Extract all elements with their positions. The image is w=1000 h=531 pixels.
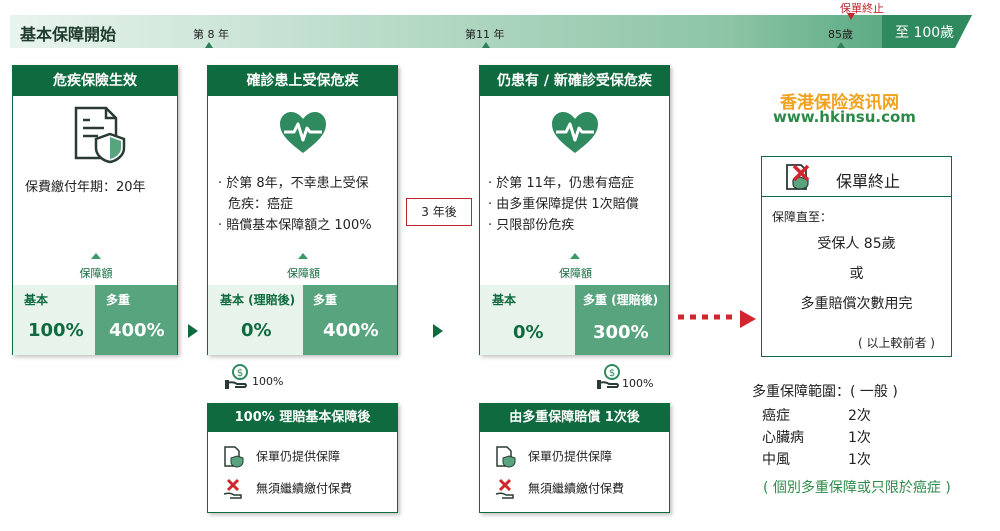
- document-shield-icon: [224, 446, 244, 468]
- termination-marker-label: 保單終止: [840, 2, 884, 15]
- after-basic-claim-title: 100% 理賠基本保障後: [208, 404, 397, 432]
- basic-coverage-cell: 基本 (理賠後) 0%: [208, 285, 303, 355]
- premium-waived-row: 無須繼續繳付保費: [222, 478, 352, 500]
- termination-note: ( 以上較前者 ): [858, 336, 935, 350]
- basic-coverage-value: 0%: [513, 322, 544, 343]
- brand-name: 香港保险资讯网: [780, 93, 899, 113]
- multi-coverage-label: 多重 (理賠後): [583, 293, 659, 307]
- payout-amount-1: 100%: [252, 375, 284, 388]
- document-cancel-icon: [786, 164, 810, 190]
- hand-coin-icon: $: [597, 364, 620, 389]
- scope-times-heart: 1次: [848, 430, 871, 446]
- continued-illness-box: 仍患有 / 新確診受保危疾 ‧ 於第 11年，仍患有癌症 ‧ 由多重保障提供 1…: [479, 65, 670, 355]
- basic-coverage-value: 100%: [28, 320, 84, 341]
- multi-coverage-cell: 多重 (理賠後) 300%: [575, 285, 669, 355]
- svg-text:$: $: [609, 368, 615, 379]
- multi-coverage-cell: 多重 400%: [303, 285, 397, 355]
- coverage-until-label: 保障直至：: [772, 210, 833, 224]
- timeline-end-label: 至 100歲: [895, 25, 955, 41]
- svg-text:$: $: [237, 368, 243, 379]
- coverage-continues-text: 保單仍提供保障: [528, 449, 613, 464]
- termination-title: 保單終止: [836, 172, 901, 191]
- scope-illness-cancer: 癌症: [762, 408, 790, 424]
- policy-termination-box: 保單終止 保障直至： 受保人 85歲 或 多重賠償次數用完 ( 以上較前者 ): [761, 156, 952, 357]
- termination-condition-or: 或: [849, 266, 864, 282]
- timeline-gradient: [10, 15, 972, 48]
- basic-coverage-label: 基本 (理賠後): [220, 293, 296, 307]
- coverage-continues-text: 保單仍提供保障: [256, 449, 341, 464]
- hand-coin-icon: $: [225, 364, 248, 389]
- basic-coverage-cell: 基本 100%: [13, 285, 95, 355]
- multi-coverage-value: 300%: [593, 322, 649, 343]
- coverage-label: 保障額: [559, 267, 592, 280]
- after-multi-claim-title: 由多重保障賠償 1次後: [480, 404, 669, 432]
- multi-scope-note: ( 個別多重保障或只限於癌症 ): [763, 480, 951, 496]
- premium-waived-text: 無須繼續繳付保費: [256, 481, 353, 496]
- policy-effective-box: 危疾保險生效 保費繳付年期：20年 保障額 基本 100% 多重 400%: [12, 65, 178, 355]
- timeline-tick-icon: [837, 42, 845, 48]
- diagnosis-title: 確診患上受保危疾: [208, 66, 397, 96]
- timeline-bar: 基本保障開始 第 8 年 第11 年 85歲 至 100歲 保單終止: [10, 2, 972, 48]
- hand-cross-icon: [223, 478, 242, 499]
- continued-illness-title: 仍患有 / 新確診受保危疾: [480, 66, 669, 96]
- multi-coverage-label: 多重: [106, 293, 131, 307]
- timeline-mark-age85: 85歲: [828, 28, 853, 41]
- three-years-later-badge: 3 年後: [406, 198, 472, 226]
- after-basic-claim-box: 100% 理賠基本保障後 保單仍提供保障 無須繼續繳付保費: [207, 403, 398, 513]
- multi-coverage-value: 400%: [109, 320, 165, 341]
- policy-effective-title: 危疾保險生效: [13, 66, 177, 96]
- timeline-mark-year8: 第 8 年: [193, 28, 229, 41]
- multi-coverage-cell: 多重 400%: [95, 285, 177, 355]
- hand-cross-icon: [495, 478, 514, 499]
- coverage-label: 保障額: [287, 267, 320, 280]
- document-shield-icon: [74, 106, 126, 164]
- payout-amount-2: 100%: [622, 377, 654, 390]
- dotted-connector: [678, 314, 732, 320]
- after-multi-claim-box: 由多重保障賠償 1次後 保單仍提供保障 無須繼續繳付保費: [479, 403, 670, 513]
- timeline-tick-icon: [205, 42, 213, 48]
- premium-waived-row: 無須繼續繳付保費: [494, 478, 624, 500]
- flow-arrow-icon: [433, 324, 443, 338]
- flow-arrow-icon: [188, 324, 198, 338]
- brand-url[interactable]: www.hkinsu.com: [773, 108, 916, 126]
- continued-bullet-2: ‧ 由多重保障提供 1次賠償: [488, 197, 639, 212]
- scope-illness-stroke: 中風: [762, 452, 790, 468]
- multi-coverage-value: 400%: [323, 320, 379, 341]
- timeline-title: 基本保障開始: [20, 25, 117, 44]
- coverage-continues-row: 保單仍提供保障: [222, 446, 340, 468]
- multi-scope-heading: 多重保障範圍：( 一般 ): [752, 384, 898, 400]
- diagnosis-bullet-2: ‧ 賠償基本保障額之 100%: [218, 218, 372, 233]
- coverage-continues-row: 保單仍提供保障: [494, 446, 612, 468]
- termination-condition-age: 受保人 85歲: [817, 236, 896, 252]
- basic-coverage-cell: 基本 0%: [480, 285, 575, 355]
- continued-bullet-3: ‧ 只限部份危疾: [488, 218, 575, 233]
- basic-coverage-label: 基本: [24, 293, 49, 307]
- document-shield-icon: [496, 446, 516, 468]
- coverage-label: 保障額: [79, 267, 113, 280]
- timeline-tick-icon: [482, 42, 490, 48]
- timeline-mark-year11: 第11 年: [465, 28, 505, 41]
- termination-arrow-icon: [740, 310, 756, 328]
- termination-marker-icon: [847, 13, 855, 20]
- diagnosis-box: 確診患上受保危疾 ‧ 於第 8年，不幸患上受保 危疾：癌症 ‧ 賠償基本保障額之…: [207, 65, 398, 355]
- payment-term: 保費繳付年期：20年: [25, 180, 146, 195]
- diagnosis-bullet-1-cont: 危疾：癌症: [228, 197, 294, 212]
- scope-illness-heart: 心臟病: [762, 430, 804, 446]
- scope-times-cancer: 2次: [848, 408, 871, 424]
- heart-pulse-icon: [280, 112, 326, 153]
- diagnosis-bullet-1: ‧ 於第 8年，不幸患上受保: [218, 176, 369, 191]
- premium-waived-text: 無須繼續繳付保費: [528, 481, 625, 496]
- coverage-pointer-icon: [298, 253, 308, 259]
- basic-coverage-value: 0%: [241, 320, 272, 341]
- termination-header: 保單終止: [762, 157, 951, 197]
- coverage-pointer-icon: [91, 253, 101, 259]
- basic-coverage-label: 基本: [492, 293, 517, 307]
- coverage-pointer-icon: [570, 253, 580, 259]
- continued-bullet-1: ‧ 於第 11年，仍患有癌症: [488, 176, 634, 191]
- termination-condition-claims: 多重賠償次數用完: [800, 296, 913, 312]
- scope-times-stroke: 1次: [848, 452, 871, 468]
- multi-coverage-label: 多重: [313, 293, 338, 307]
- heart-pulse-icon: [552, 112, 598, 153]
